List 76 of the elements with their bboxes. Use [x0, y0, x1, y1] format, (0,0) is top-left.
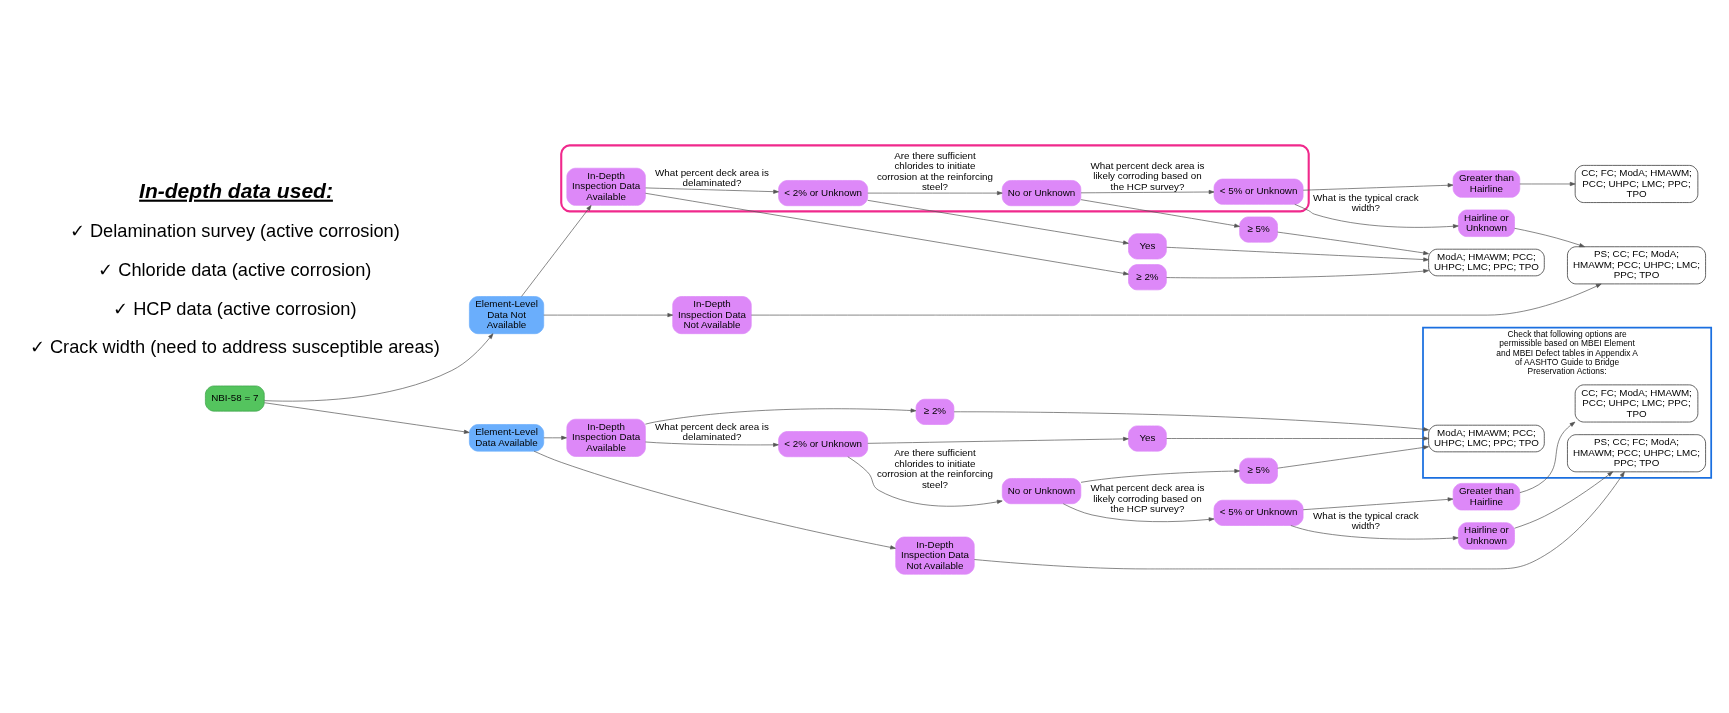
node-box: Yes — [1128, 425, 1167, 451]
node-box: In-Depth Inspection Data Not Available — [895, 536, 975, 575]
node-box: Element-Level Data Available — [469, 423, 545, 451]
arrow — [1514, 471, 1613, 529]
arrow — [867, 190, 1003, 195]
node-box: ≥ 5% — [1239, 457, 1278, 484]
label: ✓ Crack width (need to address susceptible areas) — [29, 335, 440, 357]
node-box: No or Unknown — [1001, 477, 1082, 504]
arrow — [1302, 496, 1454, 510]
node-box: PS; CC; FC; ModA; HMAWM; PCC; UHPC; LMC; PPC; TPO — [1567, 433, 1706, 472]
node-box: ≥ 2% — [1128, 263, 1167, 290]
node-box: ≥ 5% — [1239, 216, 1278, 243]
arrow — [1080, 468, 1240, 483]
node-box: Element-Level Data Not Available — [469, 295, 545, 334]
arrow — [867, 199, 1129, 245]
arrow — [974, 471, 1625, 569]
node-box: Hairline or Unknown — [1458, 209, 1515, 237]
node-box: PS; CC; FC; ModA; HMAWM; PCC; UHPC; LMC; PPC; TPO — [1567, 245, 1706, 284]
node-box: CC; FC; ModA; HMAWM; PCC; UHPC; LMC; PPC; TPO — [1574, 384, 1699, 422]
edge-label: What is the typical crack width? — [1313, 509, 1419, 531]
arrow — [1290, 524, 1459, 540]
arrow — [1166, 246, 1429, 262]
arrow — [1080, 189, 1215, 194]
node-box: Greater than Hairline — [1452, 482, 1521, 510]
arrow — [1519, 421, 1576, 493]
label: ✓ HCP data (active corrosion) — [113, 297, 357, 319]
node-box: < 5% or Unknown — [1213, 178, 1304, 205]
arrow — [1302, 182, 1454, 191]
edge-label: What percent deck area is delaminated? — [655, 420, 769, 442]
arrow — [1166, 268, 1429, 278]
node-box: ModA; HMAWM; PCC; UHPC; LMC; PPC; TPO — [1428, 248, 1545, 276]
arrow — [1166, 435, 1429, 441]
arrow — [645, 407, 917, 424]
arrow — [543, 312, 674, 317]
arrow — [1062, 502, 1215, 522]
node-box: In-Depth Inspection Data Available — [566, 167, 646, 206]
edge-label: Are there sufficient chlorides to initiate corrosion at the reinforcing steel? — [876, 446, 993, 490]
node-box: In-Depth Inspection Data Not Available — [672, 295, 752, 334]
edge-label: What percent deck area is delaminated? — [655, 166, 769, 188]
arrow — [847, 455, 1003, 507]
arrow — [521, 204, 592, 297]
node-box: ≥ 2% — [915, 398, 955, 425]
arrow — [533, 450, 896, 549]
arrow — [953, 410, 1429, 431]
node-box: ModA; HMAWM; PCC; UHPC; LMC; PPC; TPO — [1428, 424, 1545, 452]
edge-label: What is the typical crack width? — [1313, 191, 1419, 213]
edge-label: Are there sufficient chlorides to initiate corrosion at the reinforcing steel? — [876, 149, 993, 192]
arrow — [1277, 444, 1429, 469]
arrow — [264, 401, 470, 434]
node-box: Hairline or Unknown — [1458, 521, 1515, 550]
node-box: < 2% or Unknown — [778, 430, 868, 457]
arrow — [543, 435, 567, 440]
edge-label: What percent deck area is likely corroding based on the HCP survey? — [1090, 159, 1205, 192]
node-box: No or Unknown — [1001, 179, 1082, 206]
node-box: Greater than Hairline — [1452, 169, 1521, 198]
arrow — [1277, 231, 1429, 255]
arrow — [1519, 181, 1576, 186]
arrow — [1294, 203, 1459, 228]
arrow — [645, 441, 779, 447]
arrow — [867, 436, 1129, 444]
arrow — [1080, 198, 1240, 228]
node-box: In-Depth Inspection Data Available — [566, 418, 646, 457]
node-box: CC; FC; ModA; HMAWM; PCC; UHPC; LMC; PPC; TPO — [1574, 164, 1699, 203]
node-box: < 5% or Unknown — [1213, 499, 1304, 526]
arrow — [645, 187, 779, 194]
edge-label: What percent deck area is likely corroding based on the HCP survey? — [1090, 481, 1205, 514]
label: ✓ Delamination survey (active corrosion) — [69, 219, 400, 241]
label: In-depth data used: — [139, 178, 333, 202]
arrow — [1514, 227, 1585, 247]
label: ✓ Chloride data (active corrosion) — [98, 258, 372, 280]
node-box: NBI-58 = 7 — [205, 385, 265, 412]
node-box: < 2% or Unknown — [778, 179, 868, 206]
arrow — [750, 283, 1602, 315]
arrow — [264, 332, 494, 402]
node-box: Yes — [1128, 232, 1167, 259]
arrow — [645, 192, 1129, 275]
